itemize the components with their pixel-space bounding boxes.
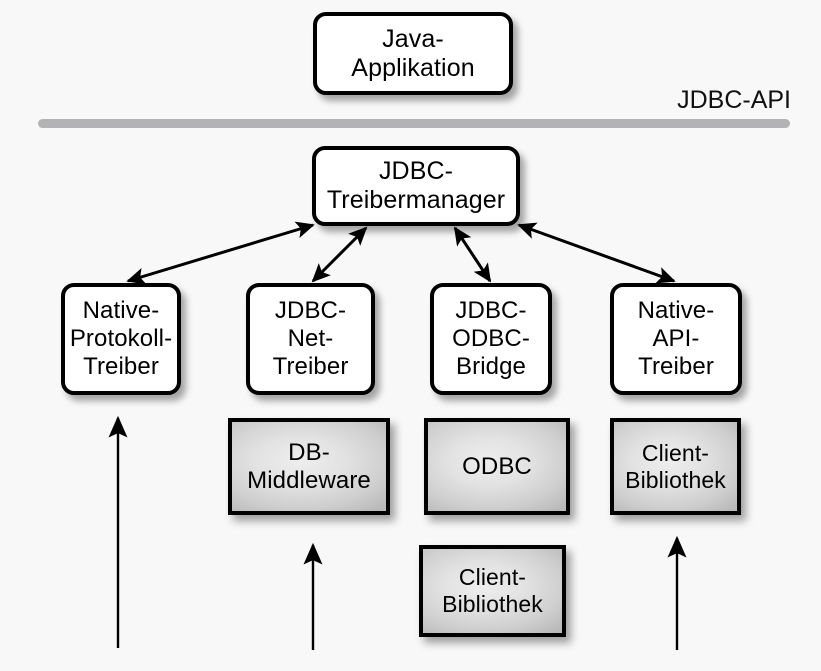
jdbc-api-divider-bar <box>38 119 790 128</box>
node-db-middleware-text: DB- Middleware <box>232 439 386 495</box>
connector-manager-native-protokoll <box>126 221 315 285</box>
node-odbc-text: ODBC <box>428 453 566 481</box>
jdbc-api-label: JDBC-API <box>677 86 791 114</box>
node-client-bibliothek-right-line1: Client- <box>641 439 710 466</box>
node-client-bibliothek-right-line2: Bibliothek <box>625 466 726 493</box>
node-native-api-treiber-line3: Treiber <box>638 352 714 380</box>
node-jdbc-odbc-bridge-line3: Bridge <box>456 352 526 380</box>
node-native-protokoll-treiber-line3: Treiber <box>83 352 159 380</box>
connector-manager-jdbc-odbc-bridge <box>453 226 492 283</box>
node-jdbc-odbc-bridge-text: JDBC- ODBC- Bridge <box>434 297 548 380</box>
node-odbc[interactable]: ODBC <box>424 418 570 515</box>
node-jdbc-net-treiber-line1: JDBC- <box>274 297 347 325</box>
node-client-bibliothek-center[interactable]: Client- Bibliothek <box>419 545 566 637</box>
node-jdbc-treibermanager-line2: Treibermanager <box>326 186 506 214</box>
node-native-protokoll-treiber-line1: Native- <box>82 297 160 325</box>
node-client-bibliothek-center-line1: Client- <box>458 564 527 591</box>
node-jdbc-net-treiber-line2: Net- <box>287 325 334 353</box>
node-client-bibliothek-right[interactable]: Client- Bibliothek <box>610 418 741 515</box>
node-jdbc-net-treiber-line3: Treiber <box>272 352 349 380</box>
node-java-applikation-text: Java- Applikation <box>317 25 509 83</box>
node-db-middleware-line1: DB- <box>288 438 330 466</box>
node-jdbc-odbc-bridge-line2: ODBC- <box>452 325 530 353</box>
node-client-bibliothek-right-text: Client- Bibliothek <box>614 440 737 493</box>
node-java-applikation[interactable]: Java- Applikation <box>313 12 513 95</box>
node-native-api-treiber-text: Native- API- Treiber <box>614 297 738 380</box>
node-native-protokoll-treiber-text: Native- Protokoll- Treiber <box>65 297 177 380</box>
node-jdbc-treibermanager-text: JDBC- Treibermanager <box>316 157 516 215</box>
node-native-api-treiber[interactable]: Native- API- Treiber <box>610 283 742 395</box>
node-jdbc-odbc-bridge-line1: JDBC- <box>455 297 527 325</box>
node-client-bibliothek-center-text: Client- Bibliothek <box>423 564 562 617</box>
node-native-api-treiber-line1: Native- <box>637 297 715 325</box>
node-native-protokoll-treiber-line2: Protokoll- <box>69 325 173 353</box>
node-jdbc-odbc-bridge[interactable]: JDBC- ODBC- Bridge <box>430 283 552 395</box>
node-jdbc-treibermanager[interactable]: JDBC- Treibermanager <box>312 146 520 226</box>
node-db-middleware-line2: Middleware <box>247 466 371 494</box>
connector-manager-native-api <box>517 222 676 284</box>
node-db-middleware[interactable]: DB- Middleware <box>228 418 390 515</box>
node-jdbc-treibermanager-line1: JDBC- <box>378 157 454 185</box>
node-native-api-treiber-line2: API- <box>652 325 700 353</box>
node-java-applikation-line2: Applikation <box>351 53 475 82</box>
connector-manager-jdbc-net <box>311 226 368 283</box>
node-jdbc-net-treiber-text: JDBC- Net- Treiber <box>250 297 371 380</box>
node-jdbc-net-treiber[interactable]: JDBC- Net- Treiber <box>246 283 375 395</box>
node-odbc-line1: ODBC <box>462 452 532 480</box>
node-native-protokoll-treiber[interactable]: Native- Protokoll- Treiber <box>61 283 181 395</box>
node-client-bibliothek-center-line2: Bibliothek <box>442 591 543 617</box>
node-java-applikation-line1: Java- <box>382 24 444 53</box>
